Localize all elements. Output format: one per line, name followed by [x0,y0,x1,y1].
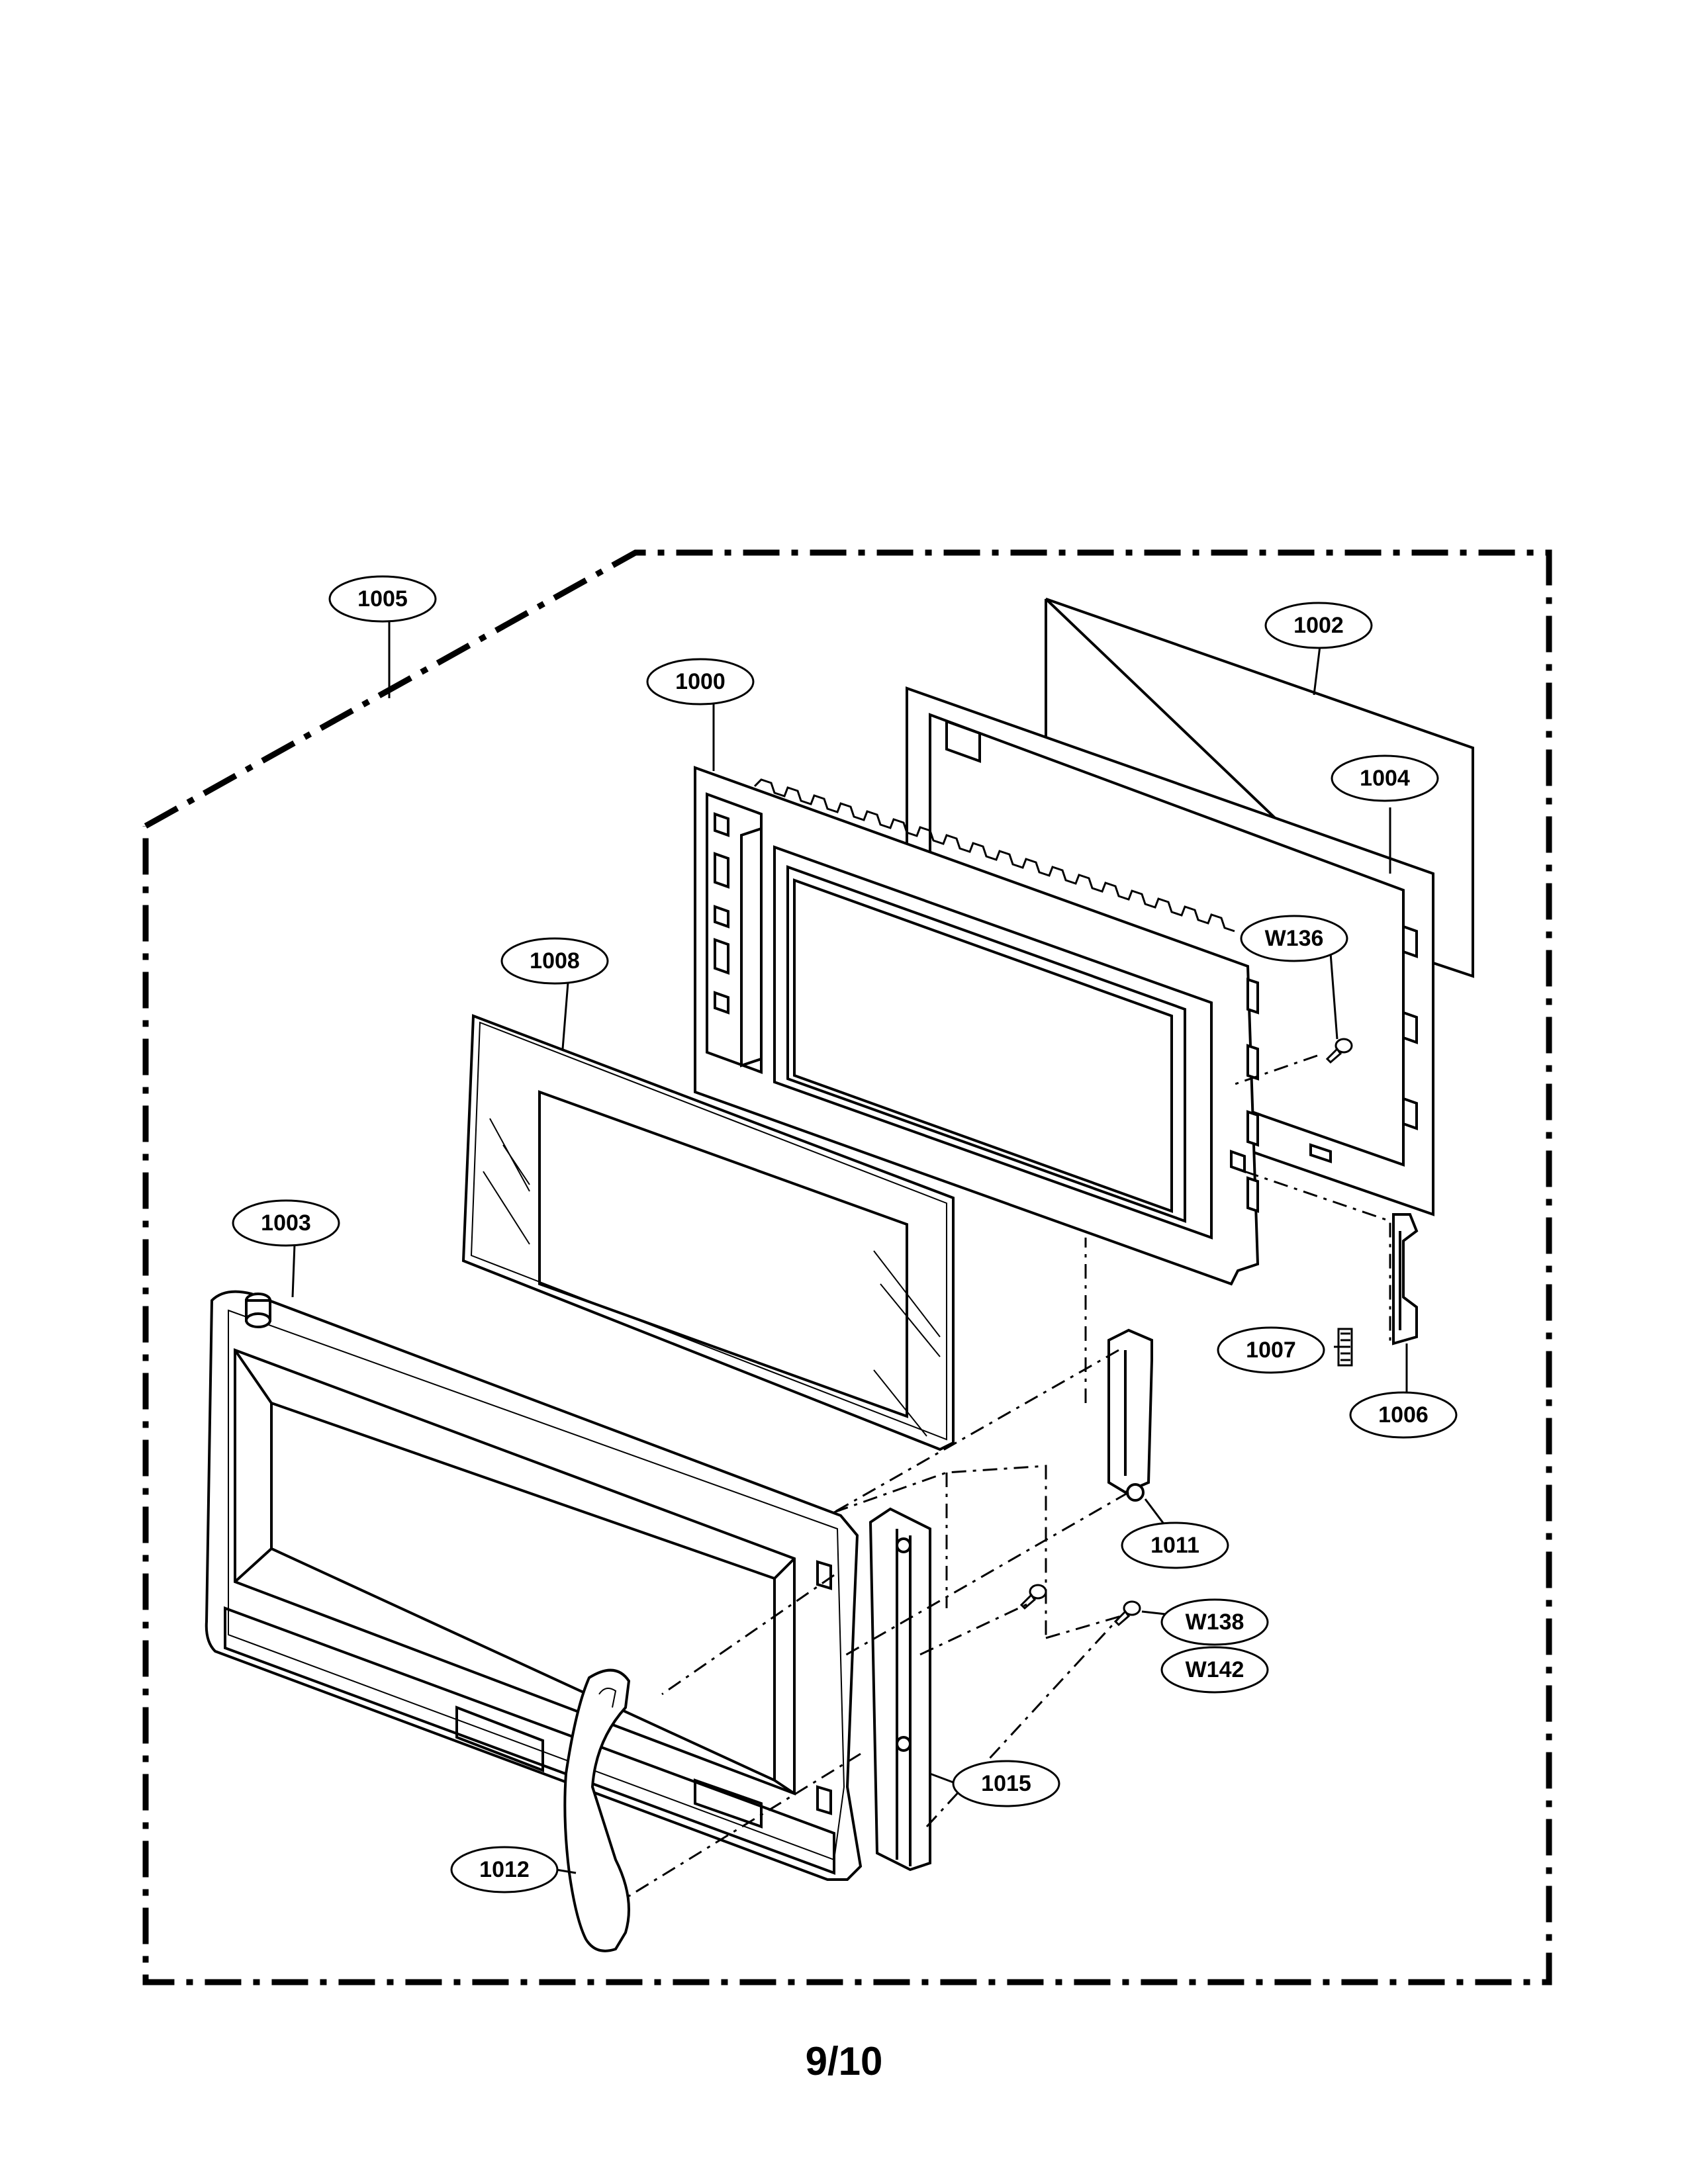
screw-w138 [1113,1600,1141,1627]
callout-w142-bubble [1160,1646,1269,1694]
part-1015-strip [868,1507,931,1872]
callout-1012-bubble [450,1846,559,1893]
callout-1007-bubble [1217,1326,1325,1374]
callout-w138-label: W138 [1186,1610,1244,1635]
assembly-boundary [142,549,1552,1985]
callout-1005-bubble [328,575,437,623]
callout-w142-label: W142 [1186,1657,1244,1682]
part-1011-latch [1107,1328,1153,1502]
callout-1004-label: 1004 [1360,766,1410,791]
callout-w136-label: W136 [1265,926,1324,951]
callout-w136-bubble [1240,915,1348,962]
callout-w138-bubble [1160,1598,1269,1646]
callout-1000-label: 1000 [675,669,726,694]
callout-1005-label: 1005 [357,586,408,612]
part-1012-handle [563,1668,631,1952]
assembly-guide-lines [628,1054,1391,1897]
callout-1002-label: 1002 [1293,613,1344,638]
page-number: 9/10 [805,2039,883,2083]
part-1003-door [205,1290,863,1881]
callout-1003-bubble [232,1199,340,1247]
callout-1000-bubble [646,658,755,705]
part-1006-hook [1392,1213,1419,1345]
part-1008-glass [461,1014,955,1451]
screw-w136 [1325,1038,1353,1064]
callout-1006-bubble [1349,1391,1458,1439]
callout-1015-label: 1015 [981,1771,1031,1796]
callout-1007-label: 1007 [1246,1338,1296,1363]
callout-1008-bubble [500,937,609,985]
callouts [232,575,1458,1893]
callout-1006-label: 1006 [1378,1402,1429,1428]
callout-1002-bubble [1264,602,1373,649]
callout-1015-bubble [952,1760,1060,1807]
callout-1011-label: 1011 [1150,1533,1199,1558]
callout-1012-label: 1012 [479,1857,530,1882]
callout-1008-label: 1008 [530,948,580,974]
callout-1011-bubble [1121,1522,1229,1569]
callout-1003-label: 1003 [261,1210,311,1236]
callout-1004-bubble [1331,754,1439,802]
part-1000-door-frame [694,766,1260,1286]
